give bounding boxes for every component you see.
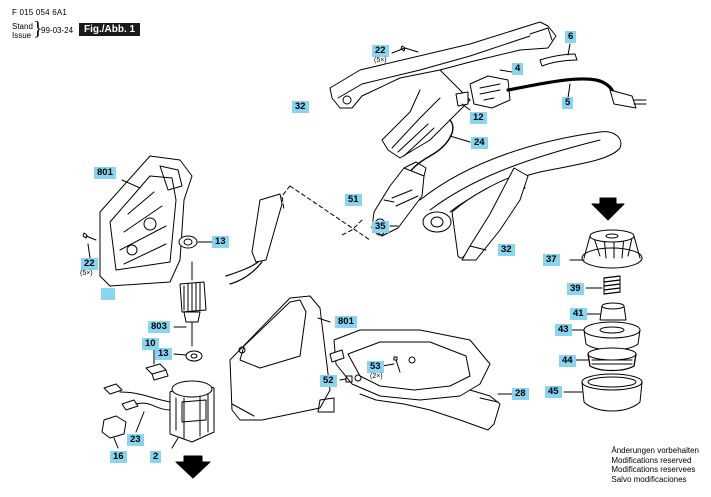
issue-date: 99-03-24	[41, 26, 74, 35]
brush-wires-part	[103, 383, 139, 411]
spool-part	[583, 321, 641, 351]
callout-22-left: 22	[81, 258, 98, 270]
figure-label: Fig./Abb. 1	[79, 23, 141, 36]
screw-52	[345, 375, 353, 383]
callout-5: 5	[562, 97, 574, 109]
callout-16: 16	[110, 451, 127, 463]
callout-13-top: 13	[212, 236, 229, 248]
quantity-22-left: (5×)	[80, 270, 93, 277]
screw-22-top	[400, 45, 419, 53]
quantity-53: (2×)	[370, 373, 383, 380]
callout-44: 44	[559, 355, 576, 367]
callout-801-right: 801	[335, 316, 357, 328]
callout-37: 37	[543, 254, 560, 266]
cord-grip-part	[539, 53, 578, 67]
motor-housing-right-part	[229, 295, 335, 421]
leader-2	[171, 437, 179, 449]
callout-35: 35	[372, 221, 389, 233]
leader-4	[499, 69, 513, 73]
plug-part	[609, 89, 647, 109]
callout-12: 12	[470, 112, 487, 124]
leader-5	[567, 83, 571, 99]
bearing-13-lower	[185, 350, 203, 362]
callout-51: 51	[345, 194, 362, 206]
callout-2: 2	[150, 451, 162, 463]
leader-51	[383, 199, 395, 203]
modification-notes: Änderungen vorbehalten Modifications res…	[611, 446, 699, 484]
callout-45: 45	[545, 386, 562, 398]
brace-glyph: }	[33, 18, 43, 40]
callout-32-lower: 32	[498, 244, 515, 256]
bearing-13-top	[178, 235, 198, 249]
callout-53: 53	[367, 361, 384, 373]
leader-13-lower	[173, 353, 187, 356]
housing-shell-left-part	[99, 155, 193, 287]
field-stator-part	[169, 380, 215, 443]
armature-part	[179, 261, 207, 347]
spool-cap-part	[599, 302, 627, 321]
leader-12	[461, 103, 471, 111]
callout-10: 10	[142, 338, 159, 350]
leader-22-top	[391, 47, 406, 54]
screw-53	[393, 356, 401, 373]
cable-conduit-part	[251, 193, 283, 263]
callout-803: 803	[148, 321, 170, 333]
dashed-connection	[281, 185, 371, 241]
brush-holder-part	[145, 363, 169, 381]
motor-leads	[225, 261, 263, 285]
blank-callout	[101, 288, 115, 300]
line-spool-44-part	[587, 347, 637, 372]
callout-39: 39	[567, 283, 584, 295]
note-de: Änderungen vorbehalten	[611, 446, 699, 455]
screw-22-left	[82, 232, 97, 241]
note-en: Modifications reserved	[611, 455, 692, 465]
leader-22-left	[87, 243, 91, 259]
guard-part	[329, 329, 501, 431]
note-fr: Modifications reservees	[611, 465, 696, 475]
stand-label: Stand	[12, 22, 33, 31]
switch-part	[455, 75, 511, 109]
callout-22-top: 22	[372, 45, 389, 57]
leader-52	[339, 378, 347, 381]
brush-wire-lead	[119, 391, 171, 411]
shaft-part	[419, 131, 622, 261]
stand-issue-label: Stand Issue	[12, 22, 33, 40]
leader-6	[567, 43, 571, 56]
callout-23: 23	[127, 434, 144, 446]
leader-53	[381, 363, 395, 367]
leader-801-right	[317, 317, 331, 323]
callout-24: 24	[471, 137, 488, 149]
callout-28: 28	[512, 388, 529, 400]
callout-41: 41	[570, 308, 587, 320]
callout-52: 52	[320, 375, 337, 387]
callout-801-left: 801	[94, 167, 116, 179]
leader-23	[135, 411, 145, 433]
callout-4: 4	[512, 63, 524, 75]
leader-32-lower	[469, 245, 487, 251]
direction-arrow-bottom	[175, 455, 211, 479]
upper-handle-part	[329, 21, 557, 159]
note-es: Salvo modificaciones	[611, 474, 687, 484]
mains-cable-part	[506, 77, 616, 96]
spring-part	[603, 275, 621, 295]
callout-13-lower: 13	[155, 348, 172, 360]
direction-arrow-top	[591, 197, 625, 221]
fan-wheel-part	[581, 229, 643, 269]
leader-801-left	[121, 179, 141, 189]
quantity-22-top: (5×)	[374, 57, 387, 64]
spool-cover-part	[581, 373, 643, 412]
switch-block-part	[101, 415, 127, 439]
issue-label: Issue	[12, 31, 32, 40]
cable-24-part	[407, 119, 454, 177]
callout-32-top: 32	[292, 101, 309, 113]
document-code: F 015 054 6A1	[12, 8, 68, 17]
callout-43: 43	[555, 324, 572, 336]
callout-6: 6	[565, 31, 577, 43]
leader-24	[449, 135, 471, 143]
leader-16	[113, 437, 119, 449]
